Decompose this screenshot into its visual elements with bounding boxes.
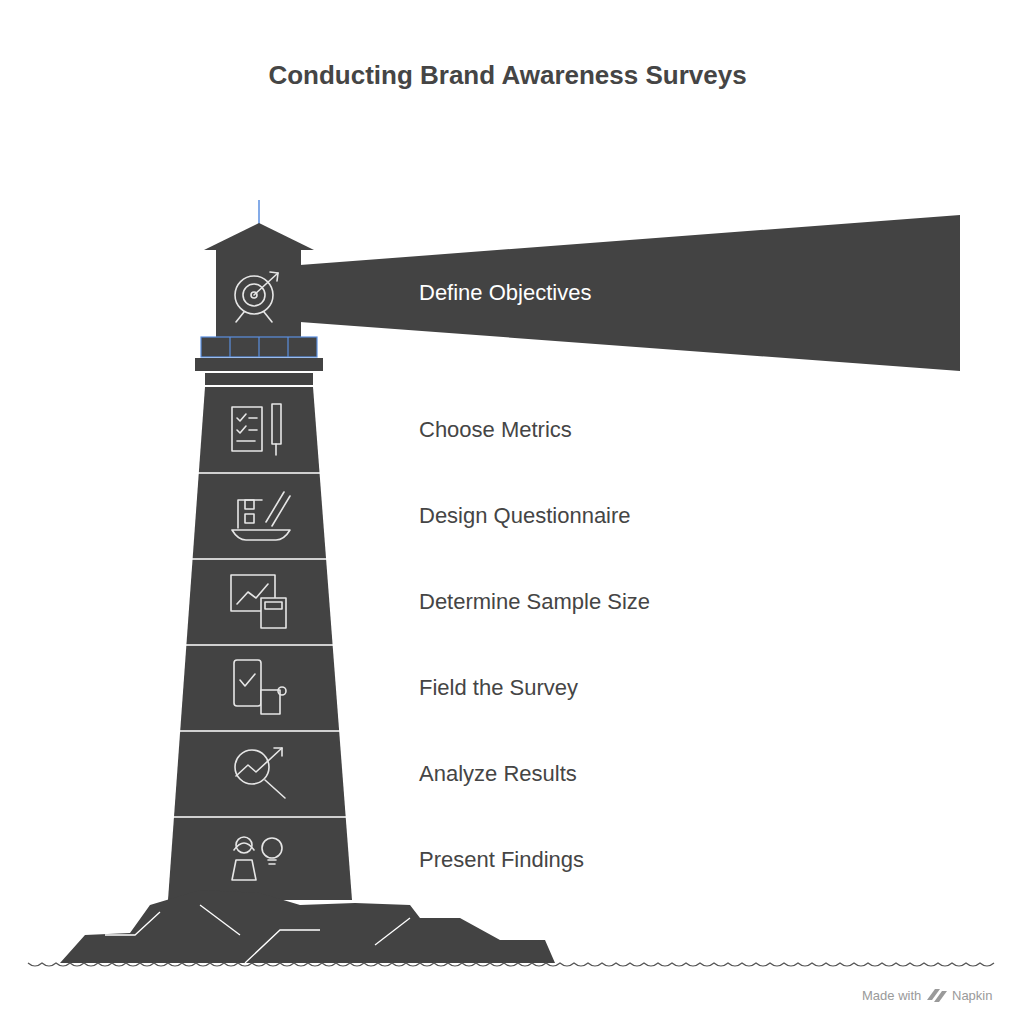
napkin-logo xyxy=(927,989,947,1002)
step-text: Design Questionnaire xyxy=(419,503,631,529)
step-text: Choose Metrics xyxy=(419,417,572,443)
watermark: Made with xyxy=(862,988,921,1003)
roof xyxy=(204,223,314,250)
rocks xyxy=(60,890,555,963)
step-label: Present Findings xyxy=(419,847,584,873)
water-line xyxy=(28,963,994,966)
step-label: Field the Survey xyxy=(419,675,578,701)
step-text: Analyze Results xyxy=(419,761,577,787)
step-text: Present Findings xyxy=(419,847,584,873)
antenna xyxy=(258,200,260,224)
gallery-deck xyxy=(195,358,323,371)
step-text: Determine Sample Size xyxy=(419,589,650,615)
step-text: Define Objectives xyxy=(419,280,591,306)
lantern-room xyxy=(216,250,301,338)
tower-dividers xyxy=(169,473,349,817)
step-icons xyxy=(231,272,290,880)
step-label: Define Objectives xyxy=(419,280,591,306)
light-beam xyxy=(300,215,960,371)
tower xyxy=(168,387,352,900)
watermark: Napkin xyxy=(952,988,992,1003)
step-label: Choose Metrics xyxy=(419,417,572,443)
step-label: Analyze Results xyxy=(419,761,577,787)
step-label: Design Questionnaire xyxy=(419,503,631,529)
step-label: Determine Sample Size xyxy=(419,589,650,615)
gallery-rail xyxy=(201,337,317,357)
diagram-title: Conducting Brand Awareness Surveys xyxy=(0,60,1015,91)
step-text: Field the Survey xyxy=(419,675,578,701)
